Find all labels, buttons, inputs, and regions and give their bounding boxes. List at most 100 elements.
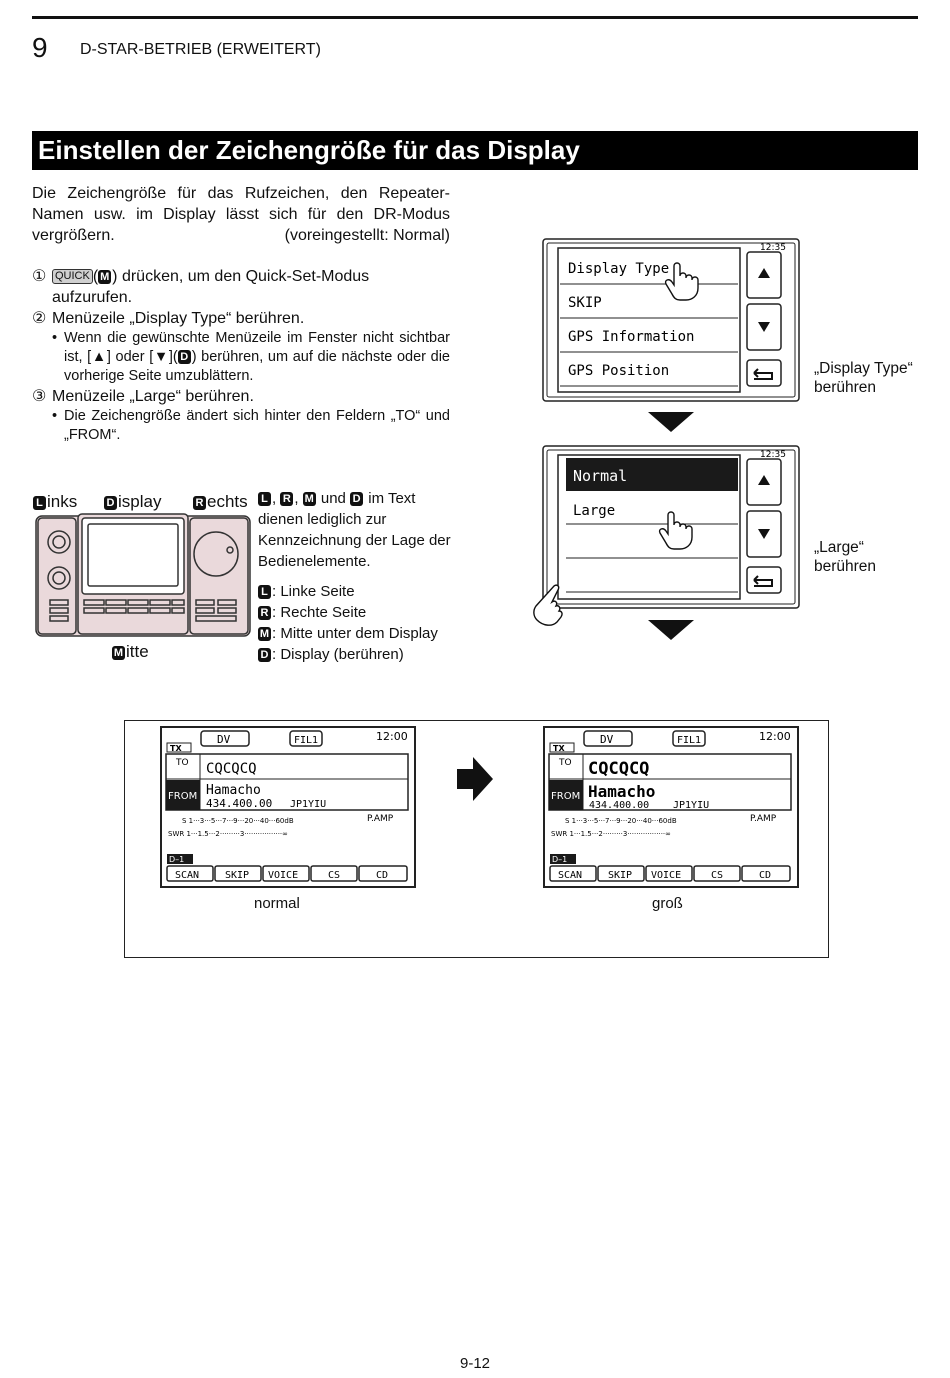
legend-und: und (316, 490, 351, 507)
to-label: TO (175, 758, 189, 768)
caption-beruehren-2: berühren (814, 558, 877, 575)
preamp-indicator: P.AMP (750, 814, 777, 824)
s-meter-scale: S 1···3···5···7···9···20···40···60dB (565, 817, 677, 825)
mark-l: L (258, 492, 271, 507)
softkey-cd[interactable] (358, 865, 408, 882)
legend-item-d: D: Display (berühren) (258, 644, 438, 665)
softkey-label: VOICE (268, 870, 298, 881)
mark-r: R (193, 495, 206, 510)
clock: 12:35 (760, 450, 786, 460)
mode-label: DV (600, 733, 614, 746)
step-3: ③ Menüzeile „Large“ berühren. (32, 386, 450, 407)
tx-indicator: TX (553, 744, 565, 753)
mark-r: R (258, 606, 271, 621)
triangle-down-icon (758, 529, 770, 539)
mark-m: M (302, 492, 316, 507)
mark-d: D (350, 492, 364, 507)
mark-l: L (258, 585, 271, 600)
arrow-down-icon (648, 412, 694, 432)
mark-d: D (177, 350, 191, 365)
d1-indicator: D–1 (552, 855, 567, 864)
step-number: ② (32, 310, 47, 327)
selected-row-highlight (566, 458, 738, 491)
bullet-text: Wenn die gewünschte Menüzeile im Fenster… (64, 330, 450, 365)
radio-front-panel (35, 513, 251, 637)
menu-item-skip[interactable]: SKIP (568, 295, 602, 311)
softkey-voice[interactable] (645, 865, 693, 882)
legend-list: L: Linke Seite R: Rechte Seite M: Mitte … (258, 581, 438, 665)
menu-item-display-type[interactable]: Display Type (568, 261, 669, 277)
softkey-cd[interactable] (741, 865, 791, 882)
to-callsign: CQCQCQ (588, 759, 649, 779)
menu-screen-large: Normal Large 12:35 (542, 445, 800, 609)
softkey-cs[interactable] (310, 865, 358, 882)
caption-large: „Large“ (814, 539, 864, 556)
frequency: 434.400.00 (589, 800, 649, 811)
hand-pointer-icon (533, 584, 563, 626)
softkey-skip[interactable] (597, 865, 645, 882)
softkey-label: CS (328, 870, 340, 881)
softkey-label: CD (759, 870, 771, 881)
from-label: FROM (551, 791, 580, 802)
screen-large: TX DV FIL1 12:00 TO FROM CQCQCQ Hamacho … (543, 726, 799, 888)
arrow-down-icon (648, 620, 694, 640)
label-display-text: isplay (118, 492, 162, 511)
comparison-panel: TX DV FIL1 12:00 TO FROM CQCQCQ Hamacho … (124, 720, 829, 958)
legend-text: : Linke Seite (272, 583, 355, 600)
screen-normal: TX DV FIL1 12:00 TO FROM CQCQCQ Hamacho … (160, 726, 416, 888)
hand-pointer-icon (664, 262, 699, 301)
legend-text: : Mitte unter dem Display (272, 625, 438, 642)
menu-item-normal[interactable]: Normal (573, 467, 627, 485)
mark-m: M (112, 645, 125, 660)
softkey-label: VOICE (651, 870, 681, 881)
softkey-label: CD (376, 870, 388, 881)
menu-item-gps-information[interactable]: GPS Information (568, 329, 694, 345)
legend-intro: L, R, M und D im Text dienen lediglich z… (258, 490, 451, 570)
softkey-scan[interactable] (166, 865, 214, 882)
legend-item-m: M: Mitte unter dem Display (258, 623, 438, 644)
mark-l: L (33, 495, 46, 510)
bullet-text-rest: ) berühren, um auf die nächste oder die … (64, 349, 450, 384)
label-rechts-text: echts (207, 492, 248, 511)
mark-d: D (104, 495, 117, 510)
tx-indicator: TX (170, 744, 182, 753)
triangle-up-icon (758, 475, 770, 485)
filter-label: FIL1 (294, 735, 318, 746)
mode-label: DV (217, 733, 231, 746)
softkey-cs[interactable] (693, 865, 741, 882)
page-number: 9-12 (459, 1355, 491, 1372)
softkey-scan[interactable] (549, 865, 597, 882)
hand-pointer-icon (658, 511, 693, 550)
softkey-voice[interactable] (262, 865, 310, 882)
swr-scale: SWR 1···1.5···2·········3···············… (168, 830, 288, 838)
section-title: Einstellen der Zeichengröße für das Disp… (38, 135, 580, 165)
steps-list: ① QUICK(M) drücken, um den Quick-Set-Mod… (32, 266, 450, 445)
legend-text: : Rechte Seite (272, 604, 367, 621)
intro-paragraph: Die Zeichengröße für das Rufzeichen, den… (32, 183, 450, 246)
menu-item-large[interactable]: Large (573, 503, 615, 519)
mark-d: D (258, 648, 271, 663)
section-title-bar: Einstellen der Zeichengröße für das Disp… (32, 131, 918, 170)
preamp-indicator: P.AMP (367, 814, 394, 824)
menu-screen-display-type: Display Type SKIP GPS Information GPS Po… (542, 238, 800, 402)
softkey-skip[interactable] (214, 865, 262, 882)
arrow-right-icon (457, 757, 493, 801)
clock: 12:00 (759, 730, 791, 743)
chapter-number: 9 (32, 32, 48, 63)
step-1: ① QUICK(M) drücken, um den Quick-Set-Mod… (32, 268, 370, 306)
softkey-label: CS (711, 870, 723, 881)
softkey-label: SCAN (175, 870, 199, 881)
triangle-up-icon (758, 268, 770, 278)
quick-key: QUICK (52, 269, 93, 285)
menu-item-gps-position[interactable]: GPS Position (568, 363, 669, 379)
step-2-bullet: Wenn die gewünschte Menüzeile im Fenster… (32, 329, 450, 386)
clock: 12:35 (760, 243, 786, 253)
my-callsign: JP1YIU (290, 799, 326, 810)
header-rule (32, 16, 918, 19)
caption-normal: normal (254, 895, 300, 912)
mark-m: M (98, 269, 112, 284)
my-callsign: JP1YIU (673, 800, 709, 811)
triangle-down-icon (758, 322, 770, 332)
